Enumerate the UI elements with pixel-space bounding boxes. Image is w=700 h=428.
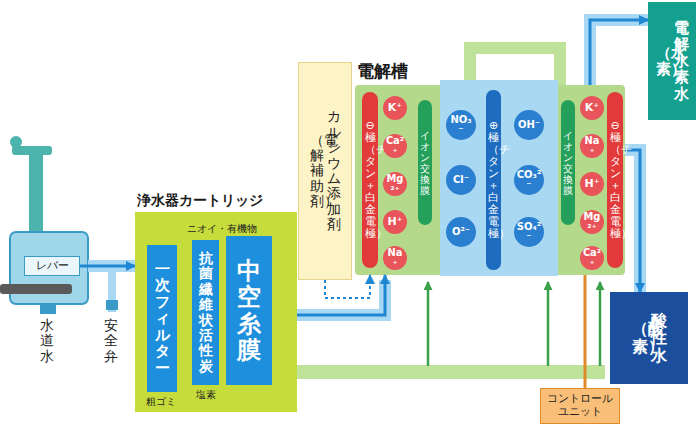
- water-pipe: [625, 150, 640, 292]
- box-text: CO₃²⁻: [516, 169, 542, 192]
- ion-circle: O²⁻: [446, 217, 476, 247]
- box-text: NO₃⁻: [448, 114, 474, 137]
- box-text: イオン交換膜: [563, 130, 573, 196]
- filter-box: 一次フィルター: [147, 245, 177, 392]
- box-text: H⁺: [387, 216, 402, 229]
- ion-circle: OH⁻: [514, 110, 544, 140]
- box-text: K⁺: [388, 102, 402, 115]
- box-text: O²⁻: [452, 226, 470, 238]
- box-text: ⊖極（チタン＋白金電極）: [365, 120, 376, 241]
- box-text: Na⁺: [385, 247, 405, 270]
- tank-body: [355, 85, 625, 275]
- box-text: イオン交換膜: [420, 130, 430, 196]
- electrode-bar: ⊖極（チタン＋白金電極）: [362, 92, 378, 268]
- water-pipe: [470, 48, 560, 85]
- flow-arrow: [427, 282, 430, 366]
- output-box: 電解水素水（水素）: [648, 2, 696, 120]
- part-label: 安全弁: [104, 318, 118, 364]
- anode-chamber: [440, 80, 558, 276]
- part-label: 塩素: [196, 388, 216, 402]
- water-pipe: [297, 365, 605, 379]
- box-text: （電解補助剤）: [310, 133, 324, 210]
- box-text: Cl⁻: [453, 174, 469, 186]
- box-text: H⁺: [584, 178, 599, 191]
- box-text: ⊖極（チタン＋白金電極）: [610, 120, 621, 241]
- part-label: 粗ゴミ: [146, 395, 176, 409]
- ion-circle: NO₃⁻: [446, 110, 476, 140]
- ion-circle: CO₃²⁻: [514, 165, 544, 195]
- electrode-bar: ⊖極（チタン＋白金電極）: [607, 92, 623, 268]
- ion-exchange-membrane: イオン交換膜: [561, 100, 575, 225]
- ion-circle: Na⁺: [580, 134, 604, 158]
- water-pipe: [590, 20, 648, 85]
- box-text: OH⁻: [518, 119, 540, 131]
- faucet-knob: [10, 136, 22, 148]
- flow-arrow: [547, 282, 550, 366]
- box-text: 酸性水: [651, 312, 667, 365]
- ion-circle: SO₄²⁻: [514, 217, 544, 247]
- box-text: カルシウム添加剤: [327, 109, 341, 232]
- filter-box: 抗菌繊維状活性炭: [192, 240, 219, 385]
- ion-circle: K⁺: [383, 96, 407, 120]
- box-text: K⁺: [585, 102, 599, 115]
- ion-circle: Mg²⁺: [383, 172, 407, 196]
- ion-circle: Mg²⁺: [580, 210, 604, 234]
- additive-box: カルシウム添加剤（電解補助剤）: [298, 62, 352, 280]
- box-text: Ca²⁺: [582, 247, 602, 270]
- ion-exchange-membrane: イオン交換膜: [418, 100, 432, 225]
- output-box: 酸性水（酸素）: [610, 292, 688, 384]
- box-text: 抗菌繊維状活性炭: [199, 251, 213, 374]
- box-text: Ca²⁺: [385, 135, 405, 158]
- ion-circle: Ca²⁺: [383, 134, 407, 158]
- lever-box: レバー: [24, 256, 80, 276]
- ion-circle: K⁺: [580, 96, 604, 120]
- box-text: SO₄²⁻: [516, 221, 542, 244]
- faucet-lever: [0, 284, 72, 294]
- safety-valve: [106, 300, 118, 310]
- flow-arrow: [625, 150, 640, 292]
- box-text: 電解水素水: [674, 20, 689, 103]
- box-text: Na⁺: [582, 135, 602, 158]
- electrode-bar: ⊕極（チタン＋白金電極）: [486, 90, 501, 270]
- flow-arrow: [584, 275, 587, 388]
- flow-arrow: [599, 282, 602, 366]
- flow-arrow: [590, 20, 648, 85]
- part-label: ニオイ・有機物: [187, 222, 257, 236]
- box-text: Mg²⁺: [385, 173, 405, 196]
- box-text: 一次フィルター: [155, 261, 170, 377]
- faucet-spout: [40, 304, 56, 314]
- box-text: 中空糸膜: [237, 258, 261, 364]
- cartridge-box: 浄水器カートリッジ一次フィルター抗菌繊維状活性炭中空糸膜: [135, 212, 297, 412]
- box-text: （酸素）: [632, 320, 648, 355]
- part-label: 水道水: [40, 318, 54, 364]
- box-text: レバー: [36, 260, 69, 273]
- electrolysis-tank: 電解槽⊖極（チタン＋白金電極）K⁺Ca²⁺Mg²⁺H⁺Na⁺イオン交換膜⊕極（チ…: [355, 85, 625, 275]
- ion-circle: H⁺: [580, 172, 604, 196]
- ion-circle: Na⁺: [383, 246, 407, 270]
- box-title: 電解槽: [357, 60, 408, 83]
- box-text: （水素）: [656, 45, 671, 78]
- ion-circle: Ca²⁺: [580, 246, 604, 270]
- filter-box: 中空糸膜: [226, 236, 272, 385]
- ion-circle: Cl⁻: [446, 165, 476, 195]
- control-unit: コントロールユニット: [540, 388, 620, 424]
- box-text: ⊕極（チタン＋白金電極）: [488, 120, 499, 241]
- ion-circle: H⁺: [383, 210, 407, 234]
- box-text: Mg²⁺: [582, 211, 602, 234]
- box-text: コントロールユニット: [543, 393, 617, 418]
- box-title: 浄水器カートリッジ: [137, 192, 263, 210]
- flow-arrow: [80, 265, 135, 268]
- flow-arrow: [297, 275, 385, 315]
- faucet-pipe: [29, 150, 43, 234]
- water-pipe: [297, 280, 385, 315]
